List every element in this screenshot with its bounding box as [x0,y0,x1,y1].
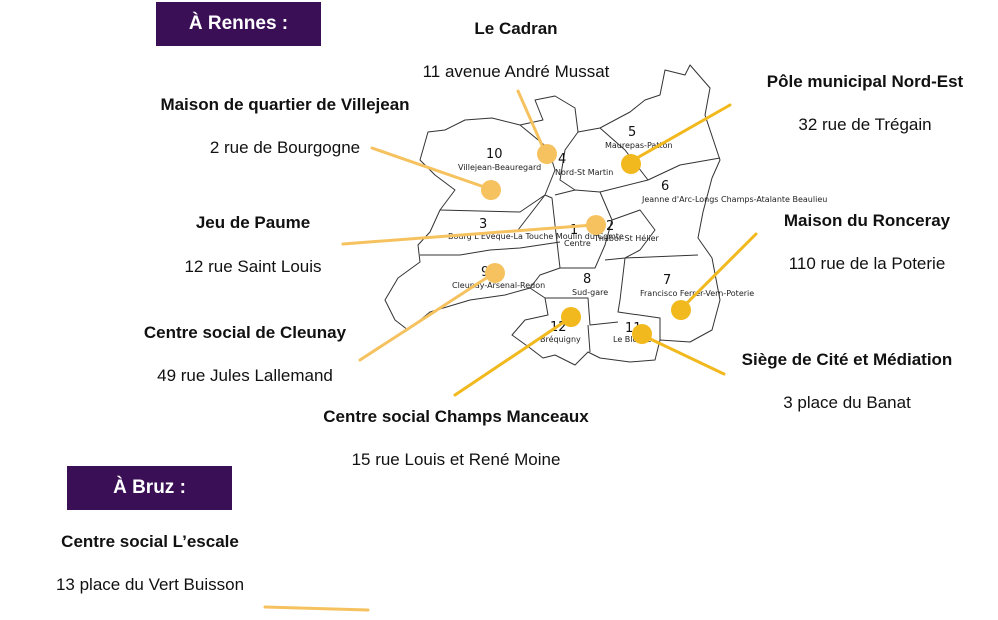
site-address: 32 rue de Trégain [798,115,932,134]
site-address: 110 rue de la Poterie [788,254,946,273]
rennes-banner: À Rennes : [156,2,321,46]
district-4-name: Nord-St Martin [555,168,613,177]
district-12-name: Bréquigny [540,334,581,344]
district-2-number: 2 [606,219,614,234]
district-3-name: Bourg L'Evêque-La Touche Moulin du Comte [448,231,624,241]
leader-line [628,103,732,164]
leader-line [516,89,547,154]
site-address: 49 rue Jules Lallemand [157,366,333,385]
site-address: 12 rue Saint Louis [184,257,322,276]
leader-line [678,232,758,312]
district-border [439,194,561,269]
site-marker[interactable] [561,307,581,327]
district-10-number: 10 [486,147,503,162]
district-border [559,131,579,191]
district-border [545,297,619,326]
site-address: 3 place du Banat [783,393,911,412]
leader-line [358,271,496,362]
city-boundary [384,64,721,366]
district-border [604,209,656,261]
site-marker[interactable] [481,180,501,200]
district-10-name: Villejean-Beauregard [458,163,541,172]
district-3-number: 3 [479,217,487,232]
site-name: Le Cadran [474,19,558,38]
site-marker[interactable] [671,300,691,320]
site-marker[interactable] [632,324,652,344]
site-name: Jeu de Paume [195,213,311,232]
site-address: 15 rue Louis et René Moine [351,450,561,469]
district-border [517,124,556,231]
district-border [617,257,661,340]
bruz-banner: À Bruz : [67,466,232,510]
district-5-number: 5 [628,125,636,140]
district-4-number: 4 [558,152,566,167]
site-name: Siège de Cité et Médiation [741,350,953,369]
district-border [420,241,561,256]
district-border [599,127,649,181]
site-name: Pôle municipal Nord-Est [766,72,964,91]
site-marker[interactable] [621,154,641,174]
district-1-name: Centre [564,239,591,248]
district-1-number: 1 [570,223,578,238]
site-address: 2 rue de Bourgogne [209,138,361,157]
district-9-name: Cleunay-Arsenal-Redon [452,281,545,290]
site-name: Centre social de Cleunay [143,323,347,342]
district-border [554,157,721,196]
site-marker[interactable] [586,215,606,235]
site-name: Centre social L’escale [61,532,239,551]
site-name: Maison du Ronceray [783,211,951,230]
district-border [560,191,613,269]
district-labels: 4 Nord-St Martin 5 Maurepas-Patton 6 Jea… [448,125,827,344]
district-8-number: 8 [583,272,591,287]
leader-line [453,316,572,397]
site-marker[interactable] [485,263,505,283]
leader-line [640,333,726,376]
district-2-name: Thabor-St Hélier [593,233,660,243]
leader-line [370,146,492,191]
district-6-name: Jeanne d'Arc-Longs Champs-Atalante Beaul… [641,195,827,204]
leader-line [263,605,370,612]
district-6-number: 6 [661,179,669,194]
site-address: 11 avenue André Mussat [422,62,610,81]
leader-line [341,223,595,246]
site-name: Centre social Champs Manceaux [323,407,589,426]
district-border [587,324,591,353]
district-8-name: Sud-gare [572,288,608,297]
site-name: Maison de quartier de Villejean [160,95,410,114]
district-11-name: Le Blosne [613,335,652,344]
site-address: 13 place du Vert Buisson [55,575,245,594]
district-5-name: Maurepas-Patton [605,141,673,150]
bruz-banner-label: À Bruz : [113,477,186,498]
site-marker[interactable] [537,144,557,164]
district-7-number: 7 [663,273,671,288]
district-border [529,267,561,289]
district-border [624,254,699,259]
rennes-banner-label: À Rennes : [188,13,289,34]
